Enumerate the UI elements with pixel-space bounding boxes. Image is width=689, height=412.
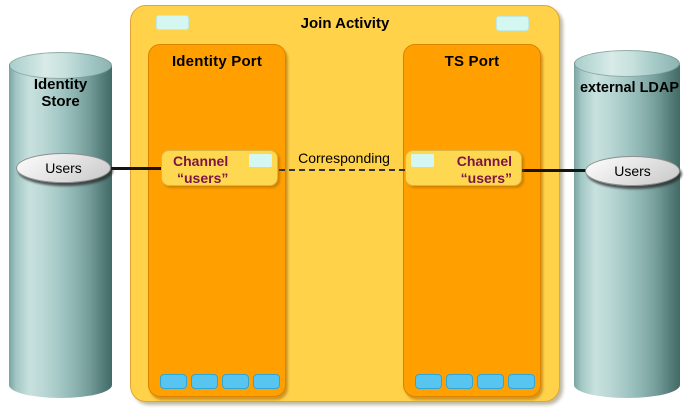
- ts-port-channel-box: Channel “users”: [405, 150, 522, 186]
- port-tab-icon: [222, 374, 249, 389]
- port-tab-icon: [446, 374, 473, 389]
- port-tab-icon: [477, 374, 504, 389]
- channel-label: Channel: [173, 153, 229, 169]
- ts-port-box: TS Port: [403, 44, 541, 397]
- channel-name-label: “users”: [460, 169, 512, 186]
- channel-badge-icon: [249, 154, 272, 167]
- identity-store-cylinder-body: [9, 65, 112, 385]
- identity-port-title: Identity Port: [171, 53, 263, 70]
- port-tab-icon: [508, 374, 535, 389]
- corresponding-dashed-connector: [279, 169, 405, 171]
- ts-port-title: TS Port: [444, 53, 500, 70]
- port-tab-icon: [253, 374, 280, 389]
- identity-store-connector-line: [105, 167, 162, 170]
- external-ldap-cylinder-body: [574, 63, 680, 385]
- identity-store-label: Identity Store: [33, 76, 88, 111]
- external-ldap-users-ellipse: Users: [585, 156, 680, 186]
- channel-badge-icon: [411, 154, 434, 167]
- identity-port-channel-box: Channel “users”: [161, 150, 278, 186]
- activity-badge-icon: [496, 16, 529, 31]
- join-activity-box: Join Activity Identity Port TS Port: [130, 5, 560, 402]
- join-activity-title: Join Activity: [300, 15, 390, 32]
- external-ldap-label: external LDAP: [579, 80, 680, 96]
- port-tab-icon: [191, 374, 218, 389]
- channel-label: Channel: [456, 153, 512, 169]
- identity-store-cylinder-bottom: [9, 372, 112, 398]
- external-ldap-connector-line: [521, 169, 591, 172]
- identity-store-cylinder-top: [9, 52, 112, 79]
- corresponding-label: Corresponding: [298, 150, 390, 166]
- external-ldap-cylinder-bottom: [574, 372, 680, 398]
- port-tab-icon: [415, 374, 442, 389]
- identity-port-box: Identity Port: [148, 44, 286, 397]
- channel-name-label: “users”: [177, 169, 229, 186]
- identity-store-users-ellipse: Users: [16, 153, 111, 183]
- external-ldap-cylinder-top: [574, 50, 680, 77]
- port-tab-icon: [160, 374, 187, 389]
- activity-badge-icon: [156, 15, 189, 30]
